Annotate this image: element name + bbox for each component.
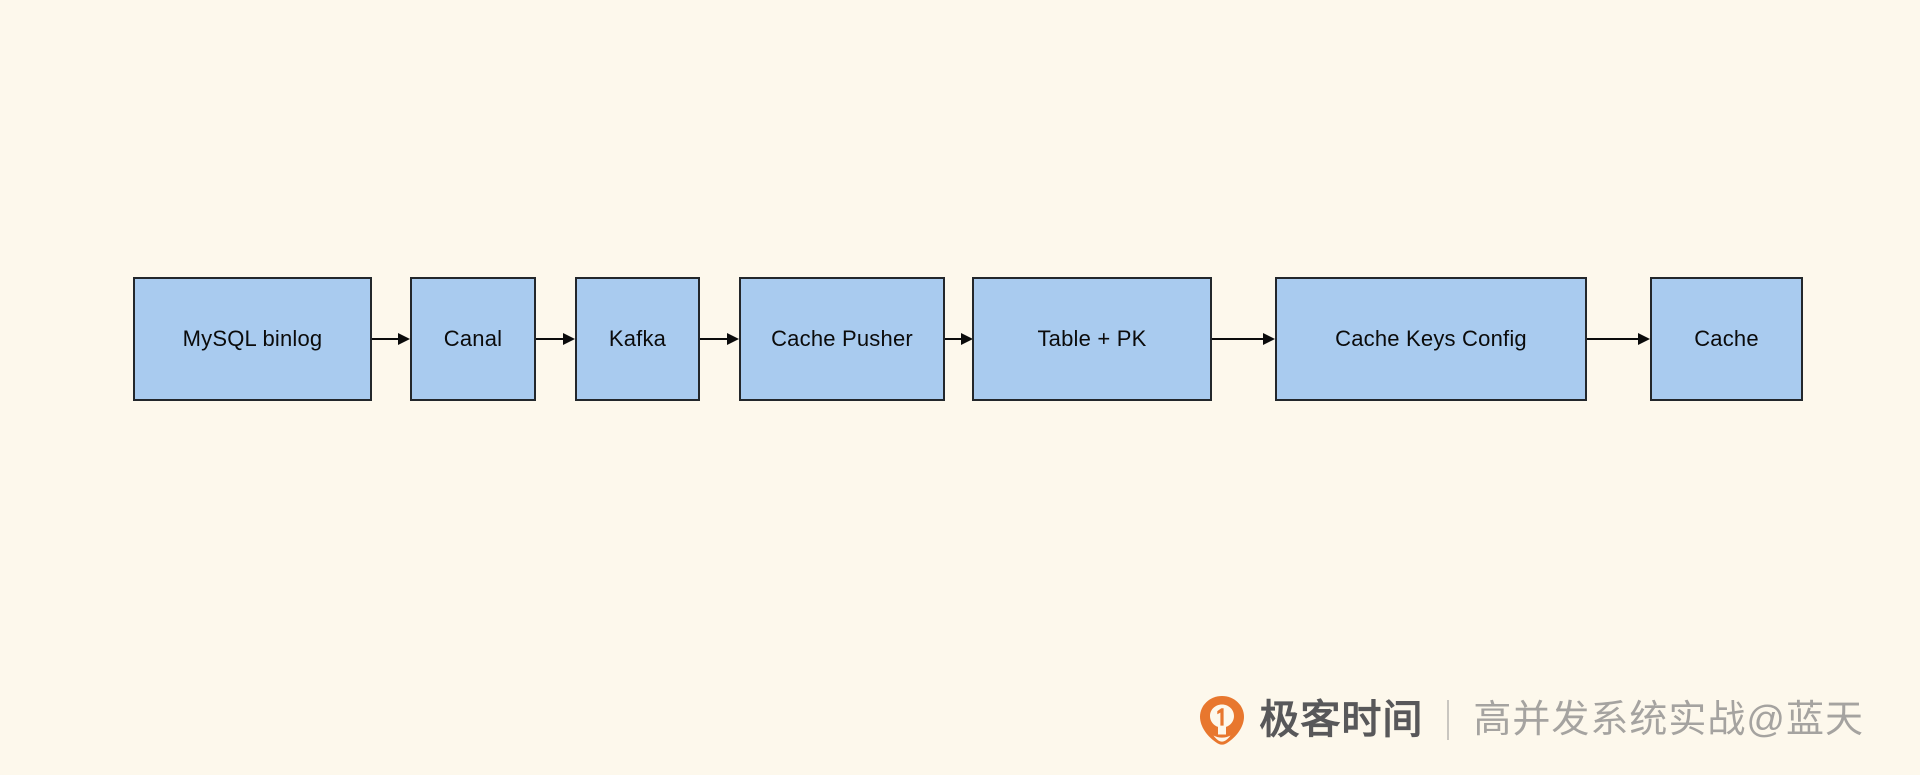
- node-cache[interactable]: Cache: [1650, 277, 1803, 401]
- node-label: Table + PK: [1037, 326, 1147, 351]
- arrow-shaft: [1212, 338, 1263, 340]
- node-mysql-binlog[interactable]: MySQL binlog: [133, 277, 372, 401]
- watermark: 极客时间 高并发系统实战@蓝天: [1199, 695, 1864, 745]
- node-label: Cache: [1694, 326, 1759, 351]
- arrow-head-icon: [1638, 333, 1650, 345]
- node-label: Canal: [443, 326, 503, 351]
- arrow-kafka-to-cache-pusher: [700, 333, 739, 345]
- node-cache-pusher[interactable]: Cache Pusher: [739, 277, 945, 401]
- node-label: Cache Pusher: [771, 326, 913, 351]
- arrow-cache-pusher-to-table-pk: [945, 333, 973, 345]
- arrow-cache-keys-config-to-cache: [1587, 333, 1650, 345]
- arrow-head-icon: [727, 333, 739, 345]
- node-table-pk[interactable]: Table + PK: [972, 277, 1212, 401]
- arrow-shaft: [536, 338, 563, 340]
- arrow-head-icon: [563, 333, 575, 345]
- arrow-mysql-binlog-to-canal: [372, 333, 410, 345]
- geekbang-pin-logo-icon: [1200, 696, 1245, 745]
- node-label: MySQL binlog: [182, 326, 323, 351]
- arrow-head-icon: [1263, 333, 1275, 345]
- arrow-shaft: [1587, 338, 1638, 340]
- arrow-head-icon: [961, 333, 973, 345]
- arrow-canal-to-kafka: [536, 333, 575, 345]
- node-label: Kafka: [608, 326, 667, 351]
- arrow-head-icon: [398, 333, 410, 345]
- arrow-shaft: [372, 338, 398, 340]
- flowchart-node-row: MySQL binlog Canal Kafka Cache Pusher: [0, 277, 1920, 403]
- arrow-shaft: [945, 338, 961, 340]
- node-canal[interactable]: Canal: [410, 277, 536, 401]
- arrow-shaft: [700, 338, 727, 340]
- watermark-divider: [1447, 700, 1450, 740]
- watermark-brand: 极客时间: [1259, 698, 1424, 742]
- node-kafka[interactable]: Kafka: [575, 277, 700, 401]
- node-cache-keys-config[interactable]: Cache Keys Config: [1275, 277, 1587, 401]
- arrow-table-pk-to-cache-keys-config: [1212, 333, 1275, 345]
- watermark-course: 高并发系统实战@蓝天: [1473, 699, 1864, 741]
- node-label: Cache Keys Config: [1335, 326, 1527, 351]
